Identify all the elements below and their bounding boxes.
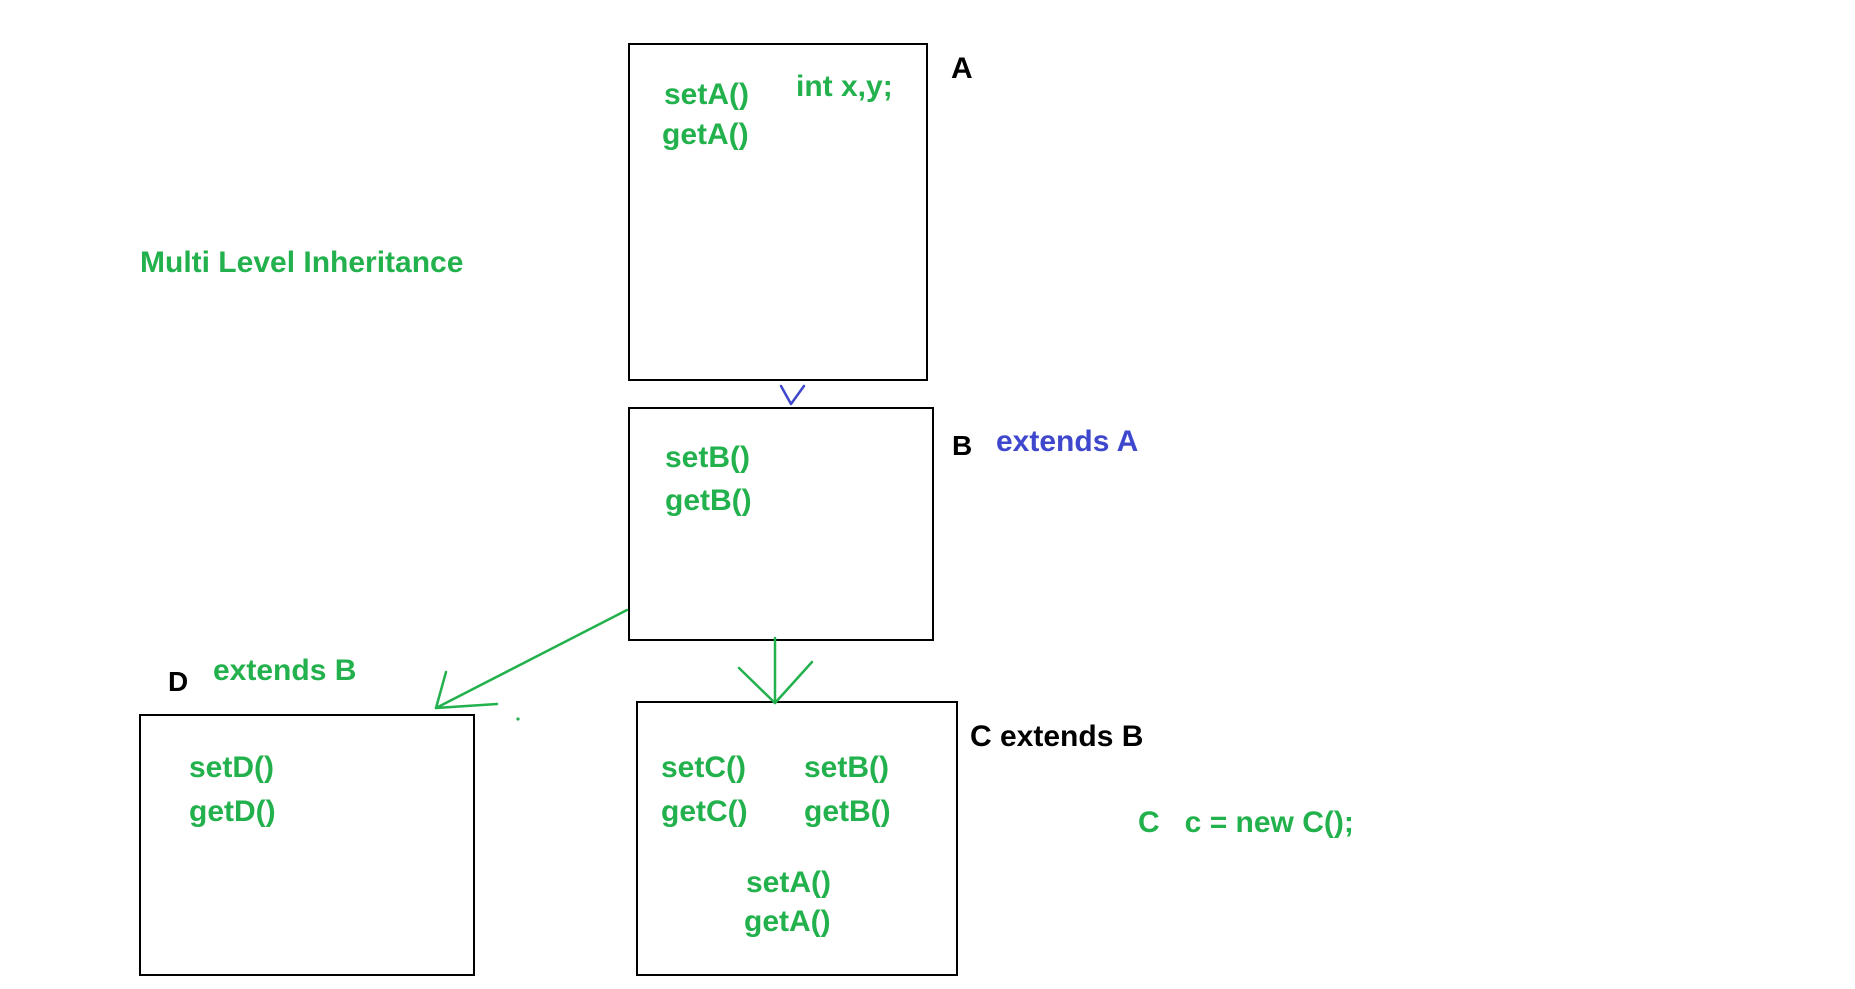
- class-c-method-setc: setC(): [661, 751, 747, 784]
- class-a-method-set: setA(): [664, 78, 750, 111]
- stray-dot: [516, 717, 520, 721]
- arrow-b-to-d-head: [434, 670, 499, 710]
- arrow-a-to-b-head: [779, 384, 806, 406]
- arrow-b-to-c-head: [737, 660, 814, 705]
- class-c-box: [636, 701, 958, 976]
- arrow-b-to-d-shaft: [434, 608, 629, 710]
- class-b-method-set: setB(): [665, 441, 751, 474]
- code-sample: C c = new C();: [1138, 806, 1354, 839]
- class-c-method-seta: setA(): [746, 866, 832, 899]
- arrow-b-to-c: [737, 636, 814, 705]
- class-b-label: B: [952, 430, 973, 461]
- class-d-box: [139, 714, 475, 976]
- class-b-box: [628, 407, 934, 641]
- class-c-method-geta: getA(): [744, 905, 831, 938]
- class-d-label: D: [168, 666, 189, 697]
- arrow-a-to-b: [779, 384, 806, 406]
- class-d-method-get: getD(): [189, 795, 276, 828]
- class-d-extends: extends B: [213, 654, 357, 687]
- class-c-method-getc: getC(): [661, 795, 748, 828]
- class-b-extends: extends A: [996, 425, 1139, 458]
- class-b-method-get: getB(): [665, 484, 752, 517]
- class-a-box: [628, 43, 928, 381]
- diagram-title: Multi Level Inheritance: [140, 246, 464, 279]
- class-a-method-get: getA(): [662, 118, 749, 151]
- class-c-label: C extends B: [970, 720, 1144, 753]
- arrow-b-to-d: [434, 608, 629, 721]
- class-a-fields: int x,y;: [796, 70, 893, 103]
- class-c-method-getb: getB(): [804, 795, 891, 828]
- class-a-label: A: [951, 52, 973, 85]
- class-c-method-setb: setB(): [804, 751, 890, 784]
- class-d-method-set: setD(): [189, 751, 275, 784]
